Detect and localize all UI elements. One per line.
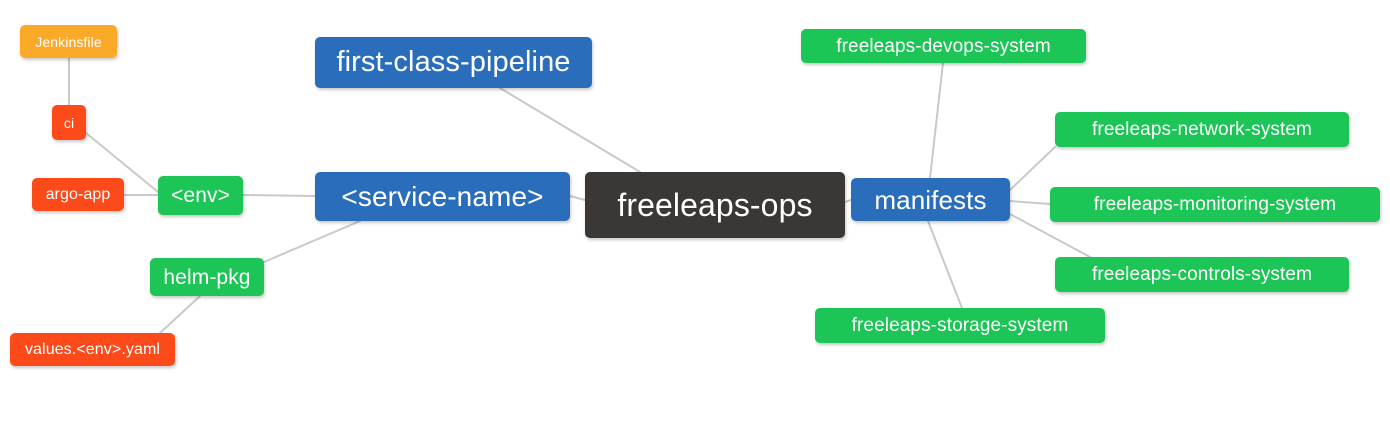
node-values-yaml[interactable]: values.<env>.yaml (10, 333, 175, 366)
edge-helm-pkg-to-service-name (263, 220, 361, 263)
edge-values-yaml-to-helm-pkg (159, 295, 201, 334)
edge-manifests-to-devops-system (929, 62, 944, 179)
node-monitoring-system[interactable]: freeleaps-monitoring-system (1050, 187, 1380, 222)
node-storage-system[interactable]: freeleaps-storage-system (815, 308, 1105, 343)
edge-manifests-to-monitoring-system (1009, 200, 1051, 205)
node-manifests[interactable]: manifests (851, 178, 1010, 221)
node-devops-system[interactable]: freeleaps-devops-system (801, 29, 1086, 63)
node-freeleaps-ops[interactable]: freeleaps-ops (585, 172, 845, 238)
node-env[interactable]: <env> (158, 176, 243, 215)
node-helm-pkg[interactable]: helm-pkg (150, 258, 264, 296)
node-controls-system[interactable]: freeleaps-controls-system (1055, 257, 1349, 292)
edge-manifests-to-storage-system (927, 220, 963, 309)
edge-env-to-service-name (242, 194, 316, 197)
node-ci[interactable]: ci (52, 105, 86, 140)
node-argo-app[interactable]: argo-app (32, 178, 124, 211)
node-service-name[interactable]: <service-name> (315, 172, 570, 221)
edge-service-name-to-freeleaps-ops (569, 195, 586, 201)
edge-manifests-to-network-system (1009, 146, 1056, 191)
node-first-class-pipeline[interactable]: first-class-pipeline (315, 37, 592, 88)
edge-first-class-pipeline-to-freeleaps-ops (499, 87, 641, 173)
node-network-system[interactable]: freeleaps-network-system (1055, 112, 1349, 147)
node-jenkinsfile[interactable]: Jenkinsfile (20, 25, 117, 58)
